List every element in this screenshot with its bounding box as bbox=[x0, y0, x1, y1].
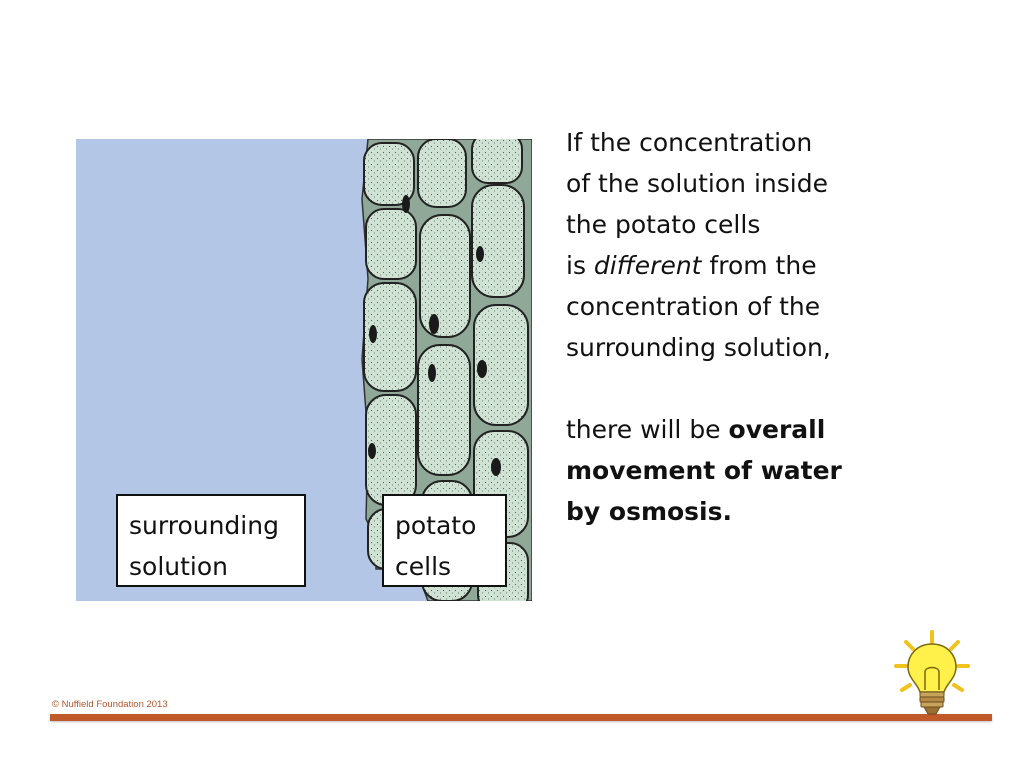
bold-fragment: overall bbox=[728, 415, 826, 444]
text-line: the potato cells bbox=[566, 210, 761, 239]
conclusion-line: there will be overall bbox=[566, 409, 896, 450]
potato-cells-label: potato cells bbox=[382, 494, 507, 587]
text-line: If the concentration bbox=[566, 128, 813, 157]
potato-cells-illustration bbox=[361, 139, 532, 601]
surrounding-solution-label: surrounding solution bbox=[116, 494, 306, 587]
text-line: concentration of the bbox=[566, 292, 821, 321]
conclusion-line: by osmosis. bbox=[566, 497, 733, 526]
text-fragment: there will be bbox=[566, 415, 729, 444]
footer-rule bbox=[50, 714, 992, 721]
paragraph-gap bbox=[566, 368, 896, 409]
text-line: of the solution inside bbox=[566, 169, 828, 198]
conclusion-line: movement of water bbox=[566, 456, 842, 485]
lightbulb-icon bbox=[892, 630, 972, 718]
emphasis-different: different bbox=[593, 251, 702, 280]
label-line: potato bbox=[395, 511, 477, 540]
text-line: surrounding solution, bbox=[566, 333, 831, 362]
osmosis-figure bbox=[76, 139, 532, 601]
label-line: solution bbox=[129, 552, 228, 581]
text-fragment: from the bbox=[701, 251, 817, 280]
label-line: surrounding bbox=[129, 511, 279, 540]
text-line: is different from the bbox=[566, 245, 896, 286]
text-fragment: is bbox=[566, 251, 594, 280]
copyright-notice: © Nuffield Foundation 2013 bbox=[52, 699, 168, 710]
label-line: cells bbox=[395, 552, 452, 581]
explanation-text: If the concentration of the solution ins… bbox=[566, 122, 896, 532]
